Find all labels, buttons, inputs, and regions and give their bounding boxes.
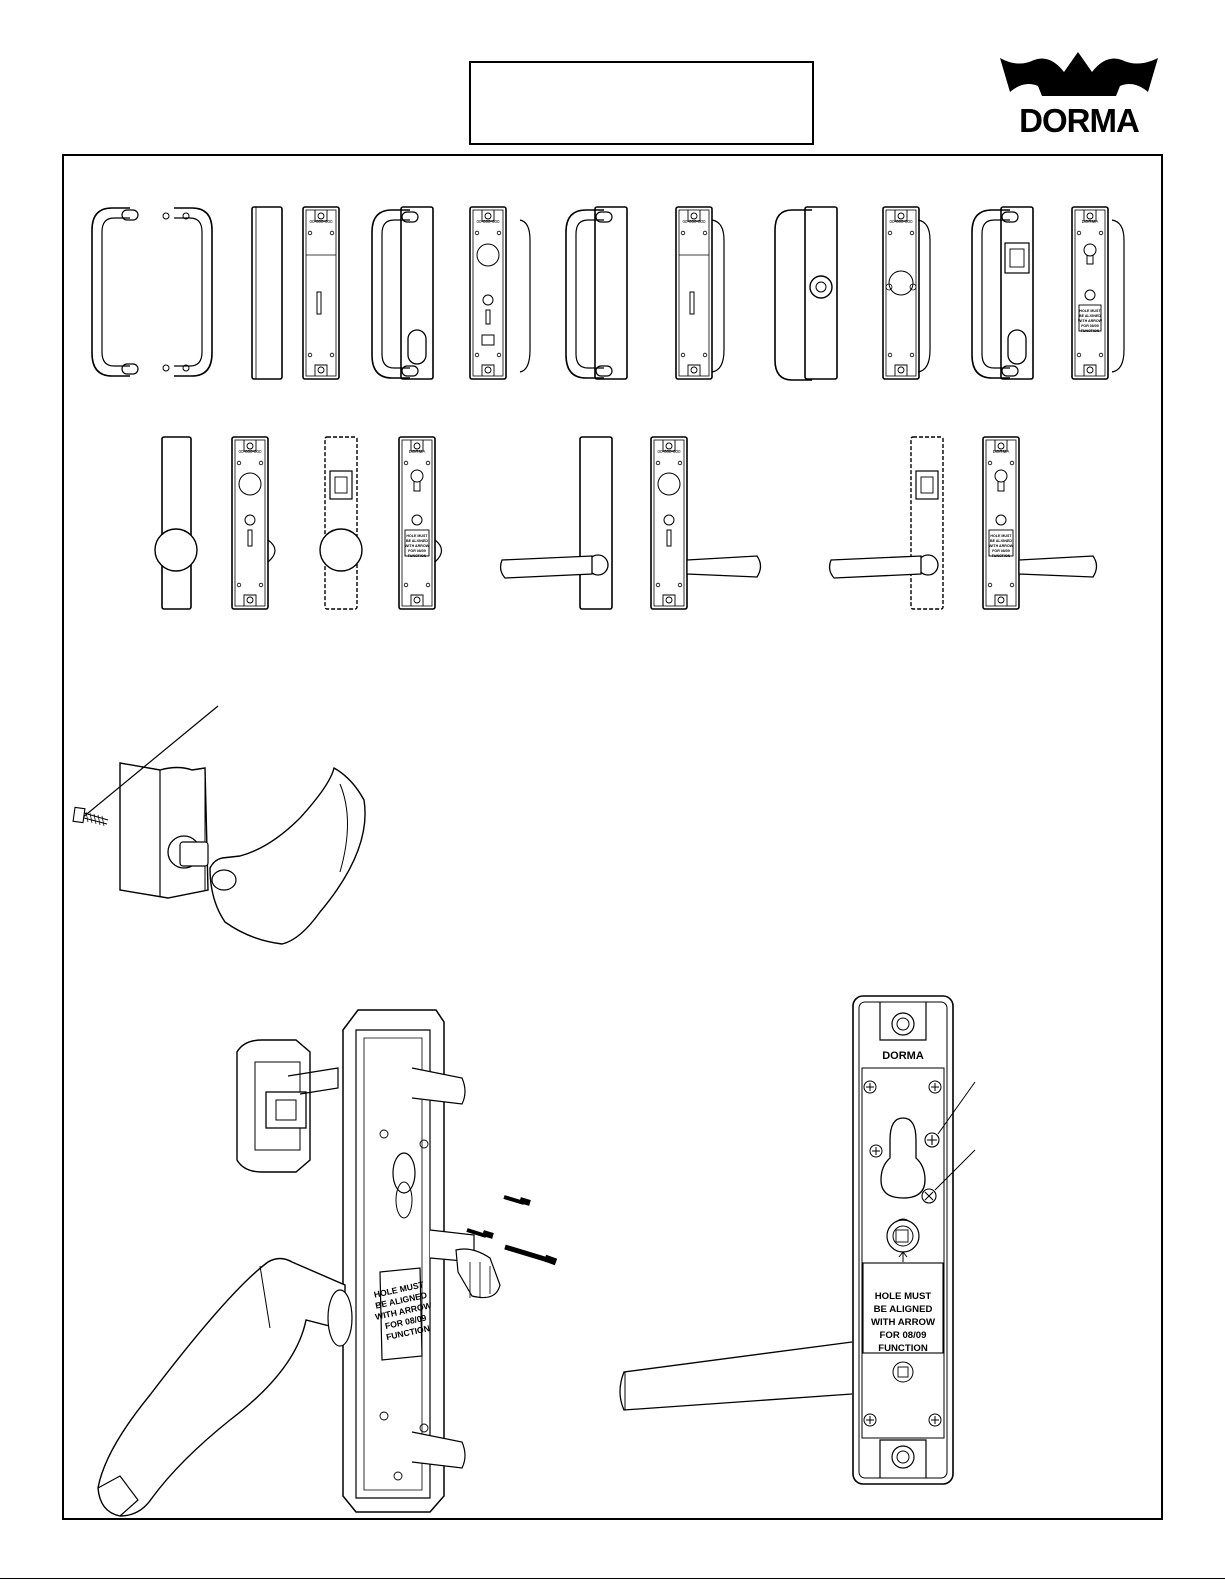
svg-text:WITH ARROW: WITH ARROW (871, 1317, 936, 1328)
plate-code-label: 00-000-000 (682, 219, 706, 224)
plate-brand-label: DORMA (993, 449, 1010, 454)
row1-handle-cylinder (774, 206, 838, 381)
title-box (469, 61, 814, 145)
row2-knob-front-1 (154, 436, 198, 610)
svg-text:FUNCTION: FUNCTION (408, 554, 427, 558)
svg-text:WITH ARROW: WITH ARROW (1078, 319, 1103, 323)
logo-crown (1000, 52, 1158, 96)
dorma-logo: DORMA (1000, 52, 1158, 136)
row2-back-plate-3 (650, 436, 762, 610)
row1-back-plate-1 (302, 206, 340, 380)
plate-code-label: 00-000-000 (476, 219, 500, 224)
row2-lever-front-2 (828, 436, 944, 610)
exploded-assembly (97, 1009, 558, 1517)
logo-wordmark: DORMA (1019, 102, 1139, 136)
row2-back-plate-1 (231, 436, 276, 610)
plate-code-label: 00-000-000 (889, 219, 913, 224)
row2-back-plate-2 (398, 436, 443, 610)
small-notice-label: HOLE MUST BE ALIGNED WITH ARROW FOR 08/0… (405, 534, 430, 558)
svg-text:BE ALIGNED: BE ALIGNED (406, 539, 428, 543)
plate-code-label: 00-000-000 (238, 449, 262, 454)
plate-brand-label: DORMA (1082, 219, 1099, 224)
small-notice-label: HOLE MUST BE ALIGNED WITH ARROW FOR 08/0… (989, 534, 1014, 558)
svg-text:HOLE MUST: HOLE MUST (990, 534, 1012, 538)
drawing-frame (62, 154, 1163, 1520)
plate-brand-label: DORMA (409, 449, 426, 454)
notice-label-upright: HOLE MUST BE ALIGNED WITH ARROW FOR 08/0… (871, 1291, 936, 1354)
lever-set-screw-detail (72, 705, 366, 945)
svg-text:FOR 08/09: FOR 08/09 (992, 549, 1010, 553)
svg-text:FUNCTION: FUNCTION (992, 554, 1011, 558)
svg-text:HOLE MUST: HOLE MUST (875, 1291, 932, 1302)
row1-back-plate-4 (882, 206, 931, 380)
svg-text:FOR 08/09: FOR 08/09 (408, 549, 426, 553)
row1-bar-front (251, 206, 283, 380)
row1-handle-thumbturn (971, 206, 1034, 380)
row2-lever-front-1 (499, 436, 613, 610)
row1-handle-with-slot (371, 206, 434, 380)
svg-text:WITH ARROW: WITH ARROW (405, 544, 430, 548)
pull-handle-pair (91, 207, 213, 377)
row1-back-plate-2 (469, 206, 531, 380)
row1-back-plate-3 (675, 206, 725, 380)
svg-text:FOR 08/09: FOR 08/09 (880, 1330, 927, 1341)
large-back-plate (619, 995, 976, 1485)
svg-text:BE ALIGNED: BE ALIGNED (874, 1304, 933, 1315)
svg-text:FOR 08/09: FOR 08/09 (1081, 324, 1099, 328)
bottom-rule (0, 1578, 1225, 1579)
row1-handle-plain (565, 206, 628, 380)
svg-text:FUNCTION: FUNCTION (878, 1343, 928, 1354)
plate-code-label: 00-000-000 (309, 219, 333, 224)
svg-text:BE ALIGNED: BE ALIGNED (1079, 314, 1101, 318)
row2-knob-front-2 (319, 436, 363, 610)
row1-back-plate-5 (1071, 206, 1125, 380)
row2-back-plate-4 (982, 436, 1098, 610)
large-plate-brand-label: DORMA (882, 1050, 924, 1062)
svg-text:FUNCTION: FUNCTION (1081, 329, 1100, 333)
svg-text:BE ALIGNED: BE ALIGNED (990, 539, 1012, 543)
svg-text:HOLE MUST: HOLE MUST (1079, 309, 1101, 313)
svg-text:WITH ARROW: WITH ARROW (989, 544, 1014, 548)
plate-code-label: 00-000-000 (657, 449, 681, 454)
small-notice-label: HOLE MUST BE ALIGNED WITH ARROW FOR 08/0… (1078, 309, 1103, 333)
svg-text:HOLE MUST: HOLE MUST (406, 534, 428, 538)
